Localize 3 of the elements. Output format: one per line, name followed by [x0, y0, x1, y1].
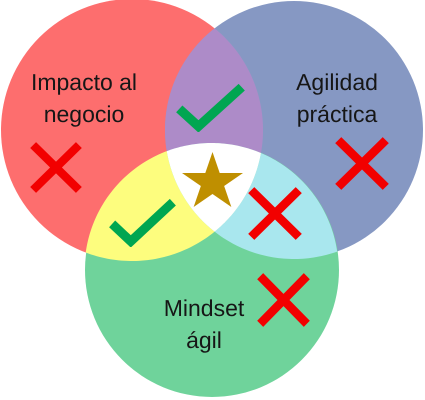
circle-label: Agilidad práctica — [295, 68, 379, 129]
circle-label: Mindset ágil — [162, 294, 246, 355]
circle-label: Impacto al negocio — [30, 68, 138, 129]
